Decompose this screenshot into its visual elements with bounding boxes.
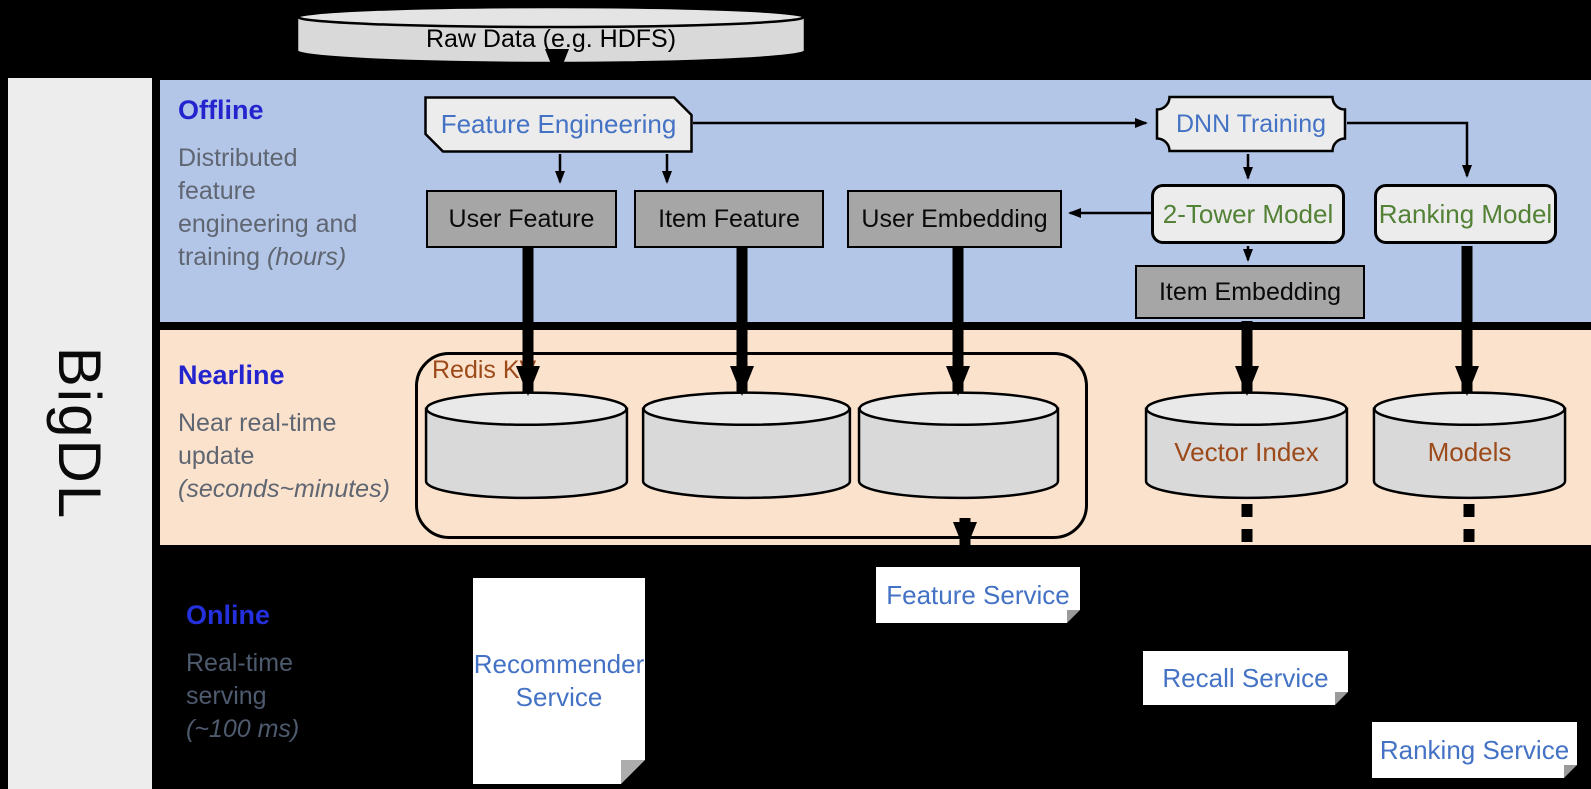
raw-data-label: Raw Data (e.g. HDFS) bbox=[425, 24, 677, 53]
redis-shard-cylinder-3 bbox=[857, 388, 1060, 502]
online-title: Online bbox=[186, 600, 271, 630]
ranking-model-node: Ranking Model bbox=[1374, 184, 1557, 244]
dnn-training-node: DNN Training bbox=[1155, 95, 1347, 153]
offline-description: Distributed feature engineering and trai… bbox=[178, 144, 358, 271]
feature-service-node: Feature Service bbox=[876, 567, 1080, 623]
offline-section-label: Offline Distributed feature engineering … bbox=[178, 95, 357, 274]
vector-index-label: Vector Index bbox=[1174, 436, 1319, 467]
redis-kv-container bbox=[415, 352, 1088, 539]
models-label: Models bbox=[1427, 436, 1512, 467]
offline-title: Offline bbox=[178, 95, 264, 125]
models-store: Models bbox=[1372, 388, 1567, 502]
user-feature-node: User Feature bbox=[426, 190, 617, 248]
cylinder-shape bbox=[424, 388, 629, 502]
nearline-section-label: Nearline Near real-time update (seconds~… bbox=[178, 360, 390, 506]
vector-index-store: Vector Index bbox=[1144, 388, 1349, 502]
recommender-service-node: Recommender Service bbox=[473, 578, 645, 784]
redis-shard-cylinder-1 bbox=[424, 388, 629, 502]
raw-data-store: Raw Data (e.g. HDFS) bbox=[295, 5, 807, 67]
online-section-label: Online Real-time serving (~100 ms) bbox=[186, 600, 299, 746]
redis-shard-cylinder-2 bbox=[641, 388, 852, 502]
cylinder-shape bbox=[295, 5, 807, 67]
clipped-rect-shape bbox=[424, 96, 693, 153]
redis-kv-label: Redis KV bbox=[432, 356, 537, 384]
two-tower-model-node: 2-Tower Model bbox=[1151, 184, 1345, 244]
ranking-service-node: Ranking Service bbox=[1372, 722, 1577, 778]
online-description: Real-time serving (~100 ms) bbox=[186, 649, 300, 743]
cylinder-shape bbox=[1372, 388, 1567, 502]
cylinder-shape bbox=[1144, 388, 1349, 502]
feature-engineering-node: Feature Engineering bbox=[424, 96, 693, 153]
bigdl-logo-text: BigDL bbox=[46, 346, 114, 521]
recall-service-node: Recall Service bbox=[1143, 651, 1348, 705]
cylinder-shape bbox=[641, 388, 852, 502]
plaque-shape bbox=[1155, 95, 1347, 153]
nearline-description: Near real-time update (seconds~minutes) bbox=[178, 409, 390, 503]
bigdl-sidebar: BigDL bbox=[8, 78, 152, 789]
nearline-title: Nearline bbox=[178, 360, 285, 390]
item-feature-node: Item Feature bbox=[634, 190, 824, 248]
item-embedding-node: Item Embedding bbox=[1135, 265, 1365, 319]
user-embedding-node: User Embedding bbox=[847, 190, 1062, 248]
cylinder-shape bbox=[857, 388, 1060, 502]
